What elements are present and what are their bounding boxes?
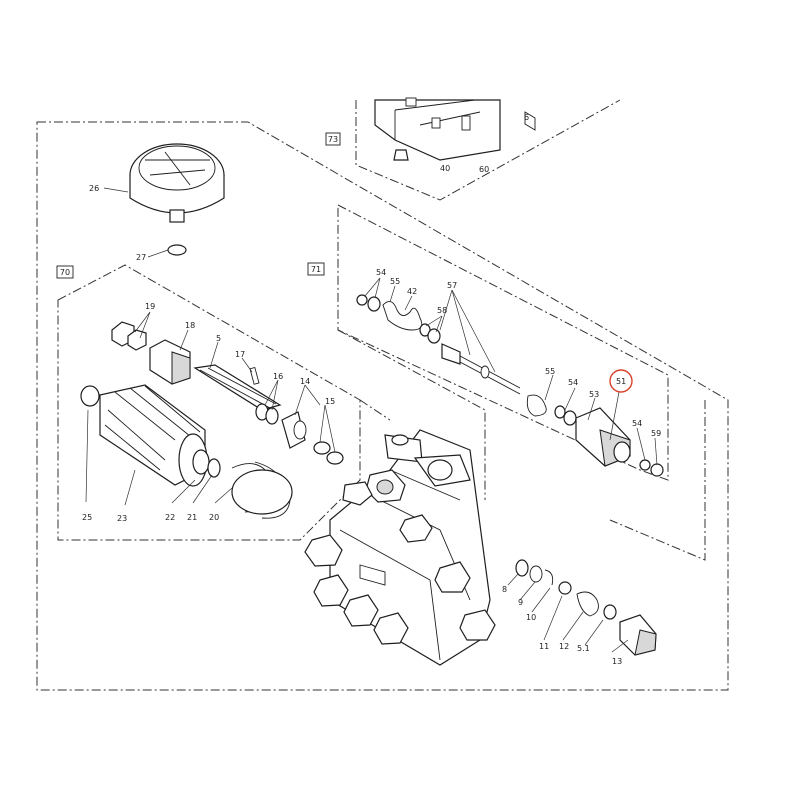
callout-55-a[interactable]: 55 xyxy=(390,277,400,286)
callout-55-b[interactable]: 55 xyxy=(545,367,555,376)
callout-6[interactable]: 6 xyxy=(524,113,529,122)
callout-9[interactable]: 9 xyxy=(518,598,523,607)
callout-54-b[interactable]: 54 xyxy=(568,378,578,387)
callout-20[interactable]: 20 xyxy=(209,513,219,522)
pressure-gauge xyxy=(129,143,225,256)
pump-unit-top xyxy=(374,97,536,161)
callout-17[interactable]: 17 xyxy=(235,350,245,359)
callout-40[interactable]: 40 xyxy=(440,164,450,173)
group-boundaries xyxy=(36,99,729,691)
callout-23[interactable]: 23 xyxy=(117,514,127,523)
highlight-circle xyxy=(609,369,633,393)
callout-59[interactable]: 59 xyxy=(651,429,661,438)
callout-5-1[interactable]: 5.1 xyxy=(577,644,590,653)
callout-18[interactable]: 18 xyxy=(185,321,195,330)
callout-10[interactable]: 10 xyxy=(526,613,536,622)
callout-8[interactable]: 8 xyxy=(502,585,507,594)
callout-16[interactable]: 16 xyxy=(273,372,283,381)
group-label-71[interactable]: 71 xyxy=(307,262,325,276)
callout-60[interactable]: 60 xyxy=(479,165,489,174)
callout-26[interactable]: 26 xyxy=(89,184,99,193)
callout-54-a[interactable]: 54 xyxy=(376,268,386,277)
callout-51[interactable]: 51 xyxy=(616,377,626,386)
group-70-parts xyxy=(80,321,344,519)
valve-body xyxy=(304,429,496,666)
callout-12[interactable]: 12 xyxy=(559,642,569,651)
group-label-73[interactable]: 73 xyxy=(325,132,341,146)
callout-58[interactable]: 58 xyxy=(437,306,447,315)
callout-42[interactable]: 42 xyxy=(407,287,417,296)
group-label-70[interactable]: 70 xyxy=(56,265,74,279)
callout-21[interactable]: 21 xyxy=(187,513,197,522)
callout-19[interactable]: 19 xyxy=(145,302,155,311)
svg-text:71: 71 xyxy=(311,265,321,274)
callout-27[interactable]: 27 xyxy=(136,253,146,262)
callout-leaders xyxy=(85,187,658,653)
callout-53[interactable]: 53 xyxy=(589,390,599,399)
callout-14[interactable]: 14 xyxy=(300,377,310,386)
callout-15[interactable]: 15 xyxy=(325,397,335,406)
callout-11[interactable]: 11 xyxy=(539,642,549,651)
callout-54-c[interactable]: 54 xyxy=(632,419,642,428)
callout-25[interactable]: 25 xyxy=(82,513,92,522)
port-parts xyxy=(515,559,657,656)
svg-text:70: 70 xyxy=(60,268,70,277)
callout-labels: 40 60 6 26 27 19 18 5 17 16 14 15 25 23 … xyxy=(82,113,661,666)
group-71-parts xyxy=(356,294,664,477)
callout-13[interactable]: 13 xyxy=(612,657,622,666)
callout-22[interactable]: 22 xyxy=(165,513,175,522)
callout-5[interactable]: 5 xyxy=(216,334,221,343)
svg-text:73: 73 xyxy=(328,135,338,144)
callout-57[interactable]: 57 xyxy=(447,281,457,290)
